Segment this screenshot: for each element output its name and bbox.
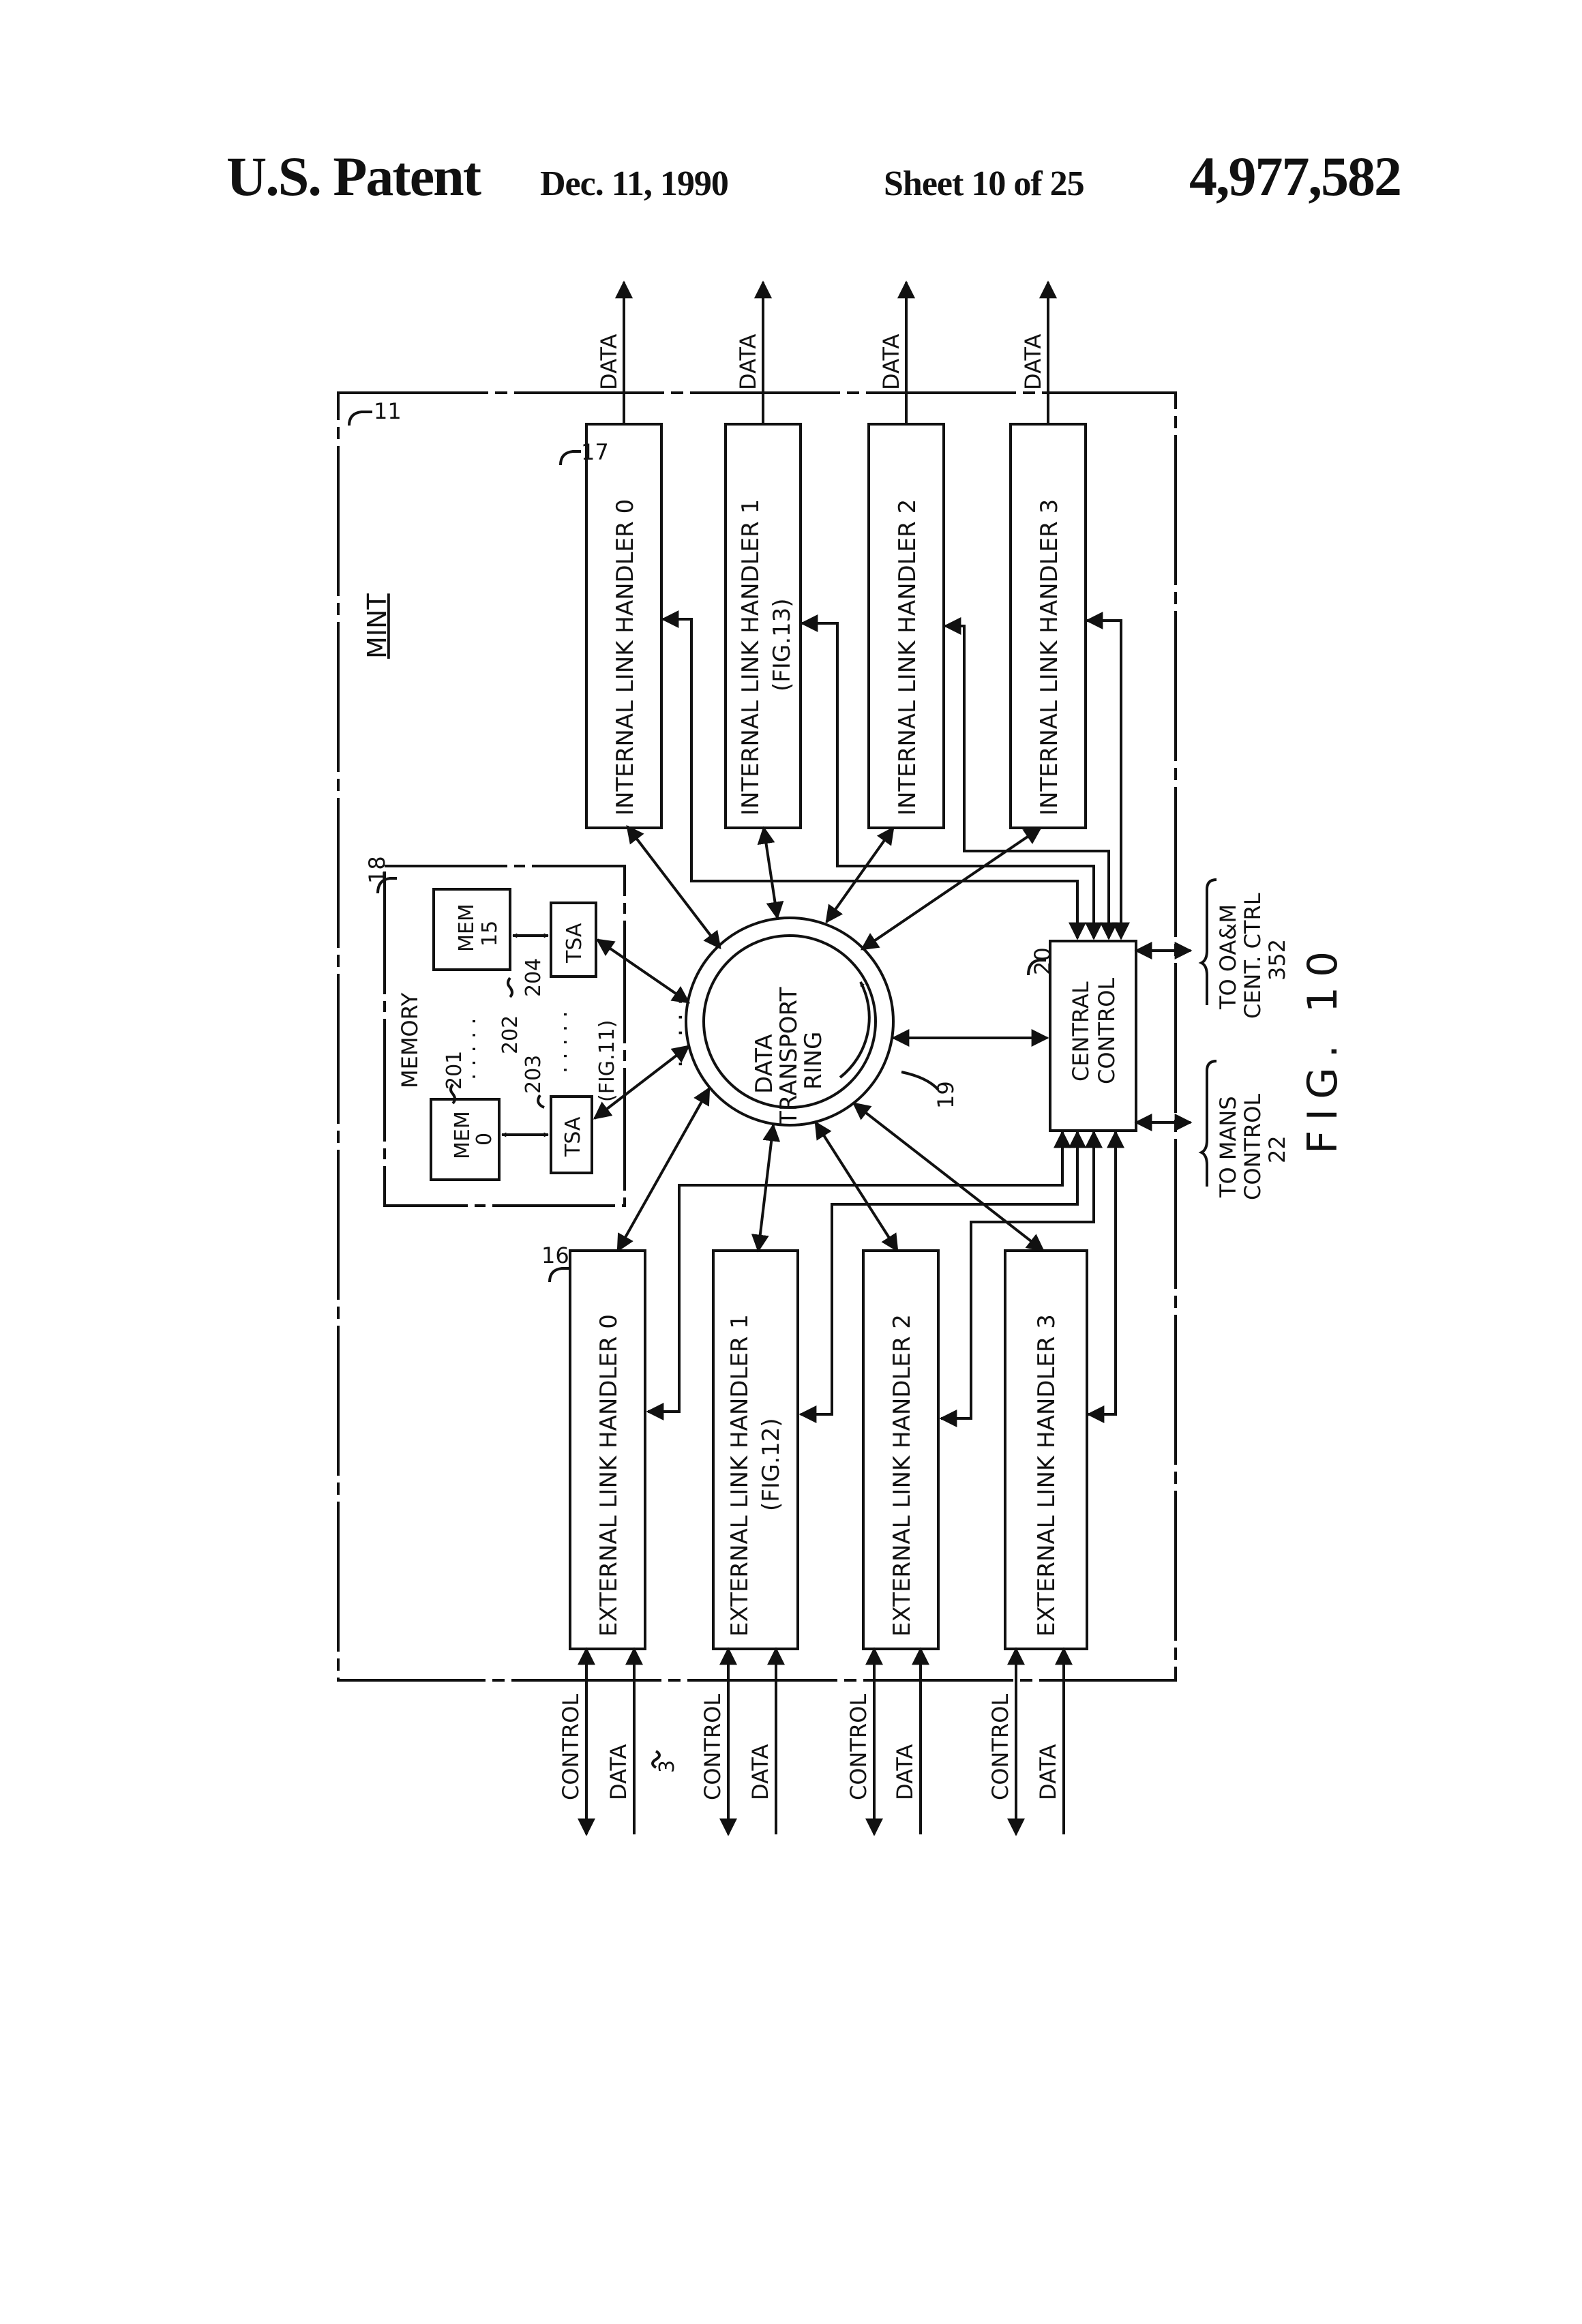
mem-0-label-a: MEM [451,1111,475,1159]
external-link-handler-1-label: EXTERNAL LINK HANDLER 1 [726,1314,753,1637]
ref-203: 203 [522,1055,546,1094]
mint-label: MINT [362,593,392,659]
to-oam-label-1: TO OA&M [1215,904,1241,1010]
to-mans-label-2: CONTROL [1240,1094,1266,1200]
internal-link-handler-1-fig-ref: (FIG.13) [768,598,796,691]
internal-link-handler-2-label: INTERNAL LINK HANDLER 2 [894,499,921,816]
external-2-data-label: DATA [892,1744,918,1800]
internal-0-data-label: DATA [596,333,622,390]
to-oam-label-2: CENT. CTRL [1240,893,1266,1019]
mint-ref: 11 [374,398,402,424]
external-link-handler-0-label: EXTERNAL LINK HANDLER 0 [595,1314,623,1637]
memory-dots: · · · · · [461,1017,487,1080]
to-mans-label-3: 22 [1264,1135,1290,1163]
external-2-control-label: CONTROL [846,1694,871,1800]
figure-label: FIG. 10 [1299,942,1347,1154]
central-control-label-1: CENTRAL [1068,981,1094,1082]
external-link-handler-2-label: EXTERNAL LINK HANDLER 2 [889,1314,916,1637]
central-control-ref: 20 [1030,947,1056,975]
internal-1-data-label: DATA [735,333,761,390]
external-3-data-label: DATA [1035,1744,1061,1800]
external-1-data-label: DATA [747,1744,773,1800]
mem-15-label-b: 15 [478,921,502,947]
to-oam-label-3: 352 [1264,939,1290,981]
memory-label: MEMORY [397,992,423,1088]
external-0-control-label: CONTROL [558,1694,584,1800]
ring-label-1: DATA [751,1034,778,1094]
tsa-right-label: TSA [563,923,586,964]
external-link-handler-1-fig-ref: (FIG.12) [758,1418,785,1511]
external-handler-ref: 16 [541,1242,569,1268]
tsa-dots: · · · · · [552,1011,578,1073]
ref-202: 202 [498,1015,522,1054]
external-1-control-label: CONTROL [700,1694,726,1800]
central-control: CENTRAL CONTROL 20 TO MANS CONTROL 22 TO… [1028,880,1290,1200]
memory-ref: 18 [364,856,390,884]
external-3-control-label: CONTROL [987,1694,1013,1800]
internal-link-handler-3-label: INTERNAL LINK HANDLER 3 [1036,499,1063,816]
internal-2-data-label: DATA [878,333,904,390]
data-ref: 3 [655,1760,679,1773]
memory-block: 18 MEMORY MEM 0 MEM 15 TSA TSA 201 · · ·… [364,856,625,1206]
mem-0-label-b: 0 [473,1133,496,1146]
to-oam-brace [1202,880,1217,1005]
internal-handler-ref-leader [561,451,581,465]
internal-link-handlers: 17 INTERNAL LINK HANDLER 0 INTERNAL LINK… [561,282,1086,828]
tsa-left-label: TSA [561,1116,585,1157]
ref-203-leader [538,1095,544,1107]
mem-15-label-a: MEM [455,904,479,952]
ring-tsa-dots: · · · · · [667,998,695,1068]
to-mans-brace [1202,1061,1217,1187]
ref-204: 204 [522,958,546,997]
ring-label-3: RING [800,1032,827,1090]
external-0-data-label: DATA [606,1744,631,1800]
ref-202-squiggle [508,978,512,997]
central-control-label-2: CONTROL [1094,978,1120,1084]
ring-label-2: TRANSPORT [775,987,803,1126]
to-mans-label-1: TO MANS [1215,1096,1241,1198]
mint-ref-leader [349,412,372,426]
internal-link-handler-1-label: INTERNAL LINK HANDLER 1 [737,499,764,816]
internal-3-data-label: DATA [1020,333,1046,390]
data-transport-ring: DATA TRANSPORT RING 19 [686,918,959,1126]
ring-ref: 19 [933,1081,959,1109]
external-link-handler-3-label: EXTERNAL LINK HANDLER 3 [1033,1314,1060,1637]
tsa-fig-ref: (FIG.11) [595,1020,619,1102]
internal-link-handler-0-label: INTERNAL LINK HANDLER 0 [612,499,639,816]
external-link-handlers: 16 EXTERNAL LINK HANDLER 0 EXTERNAL LINK… [541,1242,1087,1834]
external-handler-ref-leader [550,1268,570,1282]
